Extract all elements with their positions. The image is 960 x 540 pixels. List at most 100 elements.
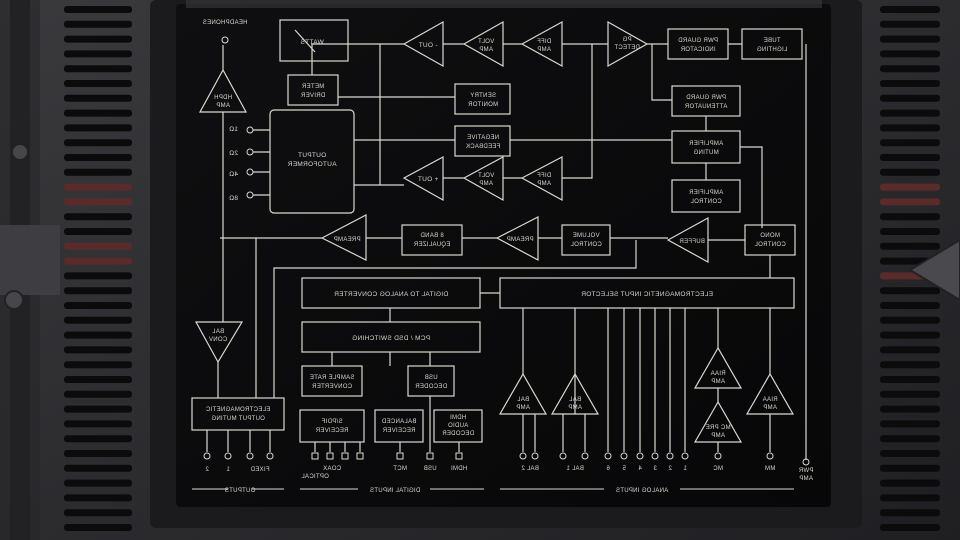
label-hdmi-b: AUDIO — [448, 423, 469, 429]
diagram-labels: WATTS METER DRIVER - OUT VOLT AMP DIFF A… — [202, 20, 813, 494]
label-amplifier: AMPLIFIER — [688, 141, 723, 147]
vent-slot — [64, 6, 132, 13]
vent-slot — [880, 213, 940, 221]
vent-slot — [64, 390, 132, 398]
vent-slot — [64, 405, 132, 413]
vent-slot — [64, 183, 132, 191]
screw — [11, 143, 29, 161]
label-diff-amp: AMP — [537, 47, 551, 53]
meter-driver-block — [287, 74, 339, 106]
label-monitor: MONITOR — [467, 102, 498, 108]
negative-feedback-block — [454, 125, 511, 157]
usb-decoder-block — [407, 365, 455, 397]
label-riaa-mc-b: AMP — [711, 379, 725, 385]
label-hdmi-c: DECODER — [442, 431, 474, 437]
label-pwr-guard-2: PWR GUARD — [686, 95, 726, 101]
vent-slot — [880, 139, 940, 147]
label-mct: MCT — [393, 466, 407, 472]
output-muting-block — [191, 397, 285, 431]
vent-slot — [64, 257, 132, 265]
vent-slot — [880, 228, 940, 235]
label-diff-amp-2: AMP — [537, 181, 551, 187]
label-equalizer: EQUALIZER — [413, 242, 450, 248]
vent-slot — [880, 435, 940, 443]
vent-slot — [880, 331, 940, 339]
vent-slot — [64, 50, 132, 58]
label-feedback: FEEDBACK — [466, 144, 501, 150]
vent-slot — [64, 213, 132, 221]
vent-slot — [64, 331, 132, 339]
label-bal-amp-2b: AMP — [516, 405, 530, 411]
vent-slot — [64, 509, 132, 517]
label-output: OUTPUT — [298, 152, 327, 159]
vent-slot — [880, 287, 940, 295]
label-volt-2: VOLT — [478, 173, 494, 179]
label-bal: BAL — [212, 329, 225, 335]
vent-slot — [64, 494, 132, 502]
right-bracket — [908, 238, 960, 302]
label-diff-2: DIFF — [537, 173, 552, 179]
block-diagram — [191, 19, 810, 490]
left-vent — [0, 0, 132, 540]
label-outputs: OUTPUTS — [225, 488, 256, 494]
vent-slot — [880, 509, 940, 517]
vent-slot — [880, 390, 940, 398]
pcm-dsd-block — [301, 321, 481, 353]
label-optical: OPTICAL — [301, 474, 329, 480]
terminal-dots — [203, 36, 810, 466]
label-preamp-in: PREAMP — [506, 237, 533, 243]
vent-slot — [64, 124, 132, 132]
vent-slot — [64, 435, 132, 443]
vent-slot — [880, 494, 940, 502]
hdmi-decoder-block — [433, 409, 483, 443]
label-dac: DIGITAL TO ANALOG CONVERTER — [334, 291, 448, 298]
label-out-minus: - OUT — [418, 42, 437, 49]
vent-slot — [64, 242, 132, 250]
vent-slot — [64, 139, 132, 147]
label-amp-2: AMP — [479, 181, 493, 187]
vent-slot — [880, 450, 940, 457]
label-mono-control: CONTROL — [754, 242, 786, 248]
vent-slot — [880, 183, 940, 191]
label-out-plus: + OUT — [418, 176, 439, 183]
label-in-3: 3 — [653, 466, 657, 472]
vent-slot — [880, 316, 940, 324]
vent-slot — [880, 198, 940, 206]
label-bal-amp-2a: BAL — [517, 397, 530, 403]
label-usb: USB — [424, 375, 437, 381]
label-watts: WATTS — [300, 39, 324, 46]
vent-slot — [64, 450, 132, 457]
vent-slot — [880, 154, 940, 161]
vent-slot — [880, 479, 940, 487]
label-mc: MC — [713, 466, 723, 472]
label-in-4: 4 — [638, 466, 642, 472]
label-autoformer: AUTOFORMER — [287, 161, 336, 168]
label-riaa-mm-b: AMP — [763, 405, 777, 411]
eq-8band — [401, 224, 463, 256]
label-pwr-amp: AMP — [799, 476, 813, 482]
label-8band: 8 BAND — [420, 233, 444, 239]
vent-slot — [880, 464, 940, 472]
label-tap-1: 8Ω — [229, 195, 238, 202]
label-in-5: 5 — [622, 466, 626, 472]
label-buffer: BUFFER — [679, 239, 705, 245]
label-hdmi-term: HDMI — [451, 466, 468, 472]
label-volt: VOLT — [478, 39, 494, 45]
label-hdph-amp: AMP — [216, 103, 230, 109]
label-volume-control: CONTROL — [570, 242, 602, 248]
label-balrx-a: BALANCED — [381, 419, 416, 425]
vent-slot — [880, 20, 940, 28]
screw — [4, 290, 24, 310]
label-em-out-a: ELECTROMAGNETIC — [205, 407, 270, 413]
label-em-out-b: OUTPUT MUTING — [211, 416, 265, 422]
label-hdph: HDPH — [214, 95, 232, 101]
label-balrx-b: RECEIVER — [382, 428, 415, 434]
label-volume: VOLUME — [572, 233, 599, 239]
vent-slot — [880, 302, 940, 309]
label-sentry: SENTRY — [470, 93, 496, 99]
label-usb-term: USB — [423, 466, 436, 472]
vent-slot — [880, 346, 940, 354]
label-indicator: INDICATOR — [680, 47, 716, 53]
vent-slot — [880, 361, 940, 369]
